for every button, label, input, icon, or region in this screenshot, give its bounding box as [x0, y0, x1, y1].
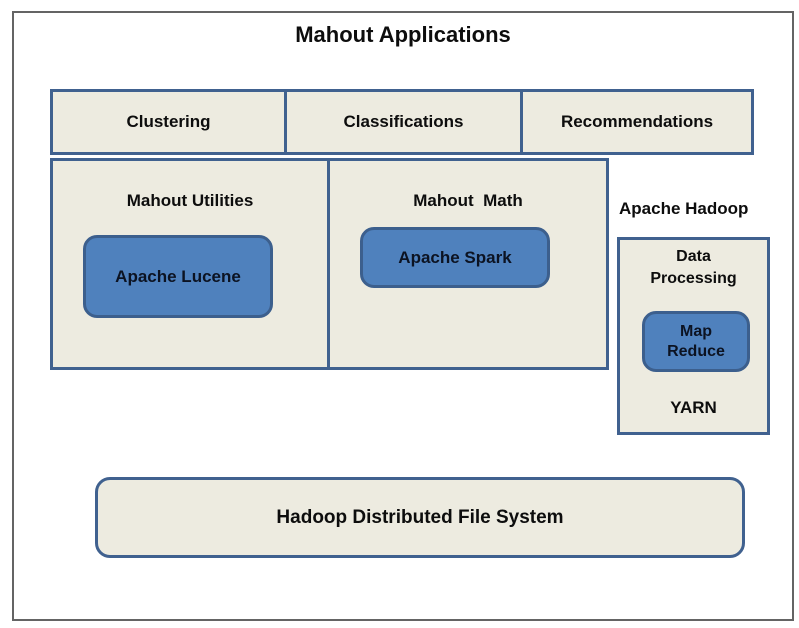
map-reduce-box: Map Reduce: [642, 311, 750, 372]
cell-classifications-label: Classifications: [343, 112, 464, 131]
apache-spark-label: Apache Spark: [398, 247, 512, 267]
cell-recommendations-label: Recommendations: [560, 112, 714, 131]
apache-spark-box: Apache Spark: [360, 227, 550, 288]
apache-lucene-label: Apache Lucene: [115, 266, 241, 286]
hdfs-box: Hadoop Distributed File System: [95, 477, 745, 558]
data-processing-label: Data Processing: [650, 248, 737, 287]
diagram-title: Mahout Applications: [295, 22, 511, 47]
diagram-frame: Mahout Applications Clustering Classific…: [12, 11, 794, 621]
mahout-math-heading: Mahout Math: [413, 191, 523, 210]
panel-mahout-utilities: Mahout Utilities Apache Lucene: [50, 158, 330, 370]
map-reduce-label: Map Reduce: [667, 322, 725, 360]
top-row: Clustering Classifications Recommendatio…: [50, 89, 754, 155]
mahout-utilities-heading: Mahout Utilities: [126, 191, 254, 210]
cell-classifications: Classifications: [284, 92, 520, 152]
cell-clustering: Clustering: [53, 92, 284, 152]
apache-lucene-box: Apache Lucene: [83, 235, 273, 318]
panel-mahout-math: Mahout Math Apache Spark: [327, 158, 609, 370]
panel-data-processing: Data Processing Map Reduce YARN: [617, 237, 770, 435]
apache-hadoop-heading: Apache Hadoop: [619, 199, 749, 218]
hdfs-label: Hadoop Distributed File System: [276, 506, 564, 528]
cell-clustering-label: Clustering: [126, 112, 211, 131]
cell-recommendations: Recommendations: [520, 92, 751, 152]
yarn-label: YARN: [670, 398, 717, 417]
